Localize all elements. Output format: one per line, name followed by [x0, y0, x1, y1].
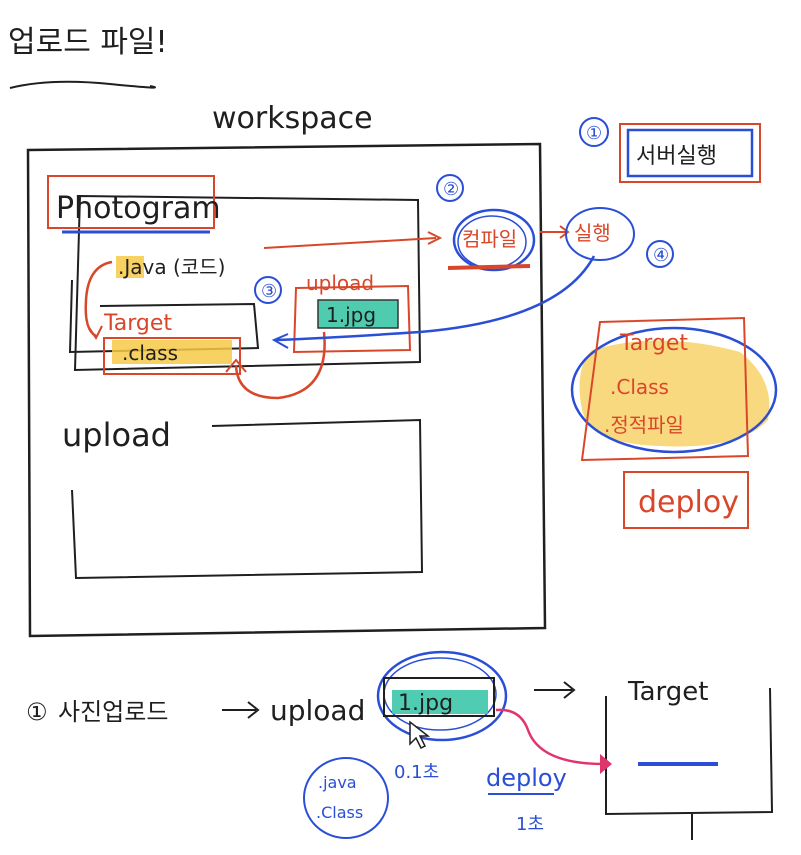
run-to-target-arrow: [275, 255, 596, 342]
compile-to-run-arrowhead: [559, 225, 570, 239]
page-title: 업로드 파일!: [8, 25, 168, 60]
mouse-cursor-icon: [409, 720, 431, 750]
bottom-jpg-box: [383, 677, 495, 717]
step-3-label: ③: [261, 281, 277, 302]
java-to-compile-arrow: [263, 237, 437, 249]
bottom-deploy-label: deploy: [486, 764, 567, 792]
bottom-jpg-highlight: [392, 690, 488, 714]
compile-label: 컴파일: [462, 227, 517, 251]
deploy-label: deploy: [638, 485, 739, 520]
photogram-project-box: [73, 194, 422, 372]
step-4-circle: [646, 240, 674, 268]
bottom-target-box: [605, 687, 774, 816]
upload-inner-label: upload: [306, 271, 374, 295]
java-highlight: [116, 256, 144, 278]
bottom-arrow-1-head: [247, 701, 260, 719]
title-underline: [9, 80, 156, 89]
java-to-compile-arrowhead: [427, 231, 443, 245]
bottom-target-label: Target: [627, 677, 708, 707]
right-target-label: Target: [619, 331, 688, 356]
time-b-label: 1초: [516, 814, 544, 835]
bottom-jpg-label: 1.jpg: [398, 691, 453, 716]
bottom-step-text: 사진업로드: [58, 698, 168, 726]
photogram-label: Photogram: [56, 191, 221, 226]
step-4-label: ④: [653, 245, 669, 266]
compile-underline: [447, 264, 531, 270]
java-to-target-arrowhead: [87, 325, 103, 340]
workspace-label: workspace: [212, 101, 373, 136]
upload-outer-label: upload: [62, 416, 171, 454]
java-class-circle: [303, 757, 389, 839]
class-label: .class: [122, 341, 178, 365]
right-target-circle: [570, 326, 778, 454]
run-to-target-arrowhead: [271, 333, 289, 349]
jpg-inner-label: 1.jpg: [326, 303, 376, 327]
bottom-java-label: .java: [318, 773, 357, 792]
step-2-label: ②: [443, 179, 459, 200]
server-run-outer-box: [619, 123, 761, 183]
workspace-box: [26, 142, 547, 638]
step-2-circle: [436, 174, 464, 202]
right-class-label: .Class: [610, 375, 669, 399]
jpg-inner-file: [317, 299, 399, 329]
jpg-to-class-arrowhead: [225, 358, 247, 373]
run-circle: [565, 207, 635, 261]
bottom-step-marker: ①: [26, 698, 48, 726]
bottom-upload-label: upload: [270, 694, 365, 727]
time-a-label: 0.1초: [394, 762, 439, 783]
jpg-to-target-arrow: [495, 708, 605, 766]
step-1-label: ①: [586, 123, 602, 144]
right-target-box: [580, 316, 750, 462]
right-static-label: .정적파일: [604, 413, 684, 437]
bottom-jpg-circle: [376, 650, 508, 742]
class-highlight: [112, 340, 232, 364]
step-1-circle: [579, 117, 609, 147]
photogram-label-box: [47, 175, 215, 229]
server-run-inner-box: [626, 128, 754, 178]
run-label: 실행: [574, 221, 611, 245]
right-target-highlight: [579, 340, 770, 447]
class-box: [103, 337, 241, 375]
jpg-to-target-arrowhead: [600, 754, 612, 774]
bottom-arrow-2-head: [563, 681, 576, 699]
compile-circle: [452, 208, 536, 272]
bottom-class-label: .Class: [316, 803, 363, 822]
upload-outer-box: [71, 418, 424, 580]
target-label: Target: [103, 311, 172, 336]
jpg-to-class-arrow: [234, 331, 326, 400]
upload-inner-box: [292, 284, 412, 354]
server-run-label: 서버실행: [636, 144, 717, 169]
target-folder-box: [68, 279, 260, 354]
step-3-circle: [254, 276, 282, 304]
deploy-box: [623, 471, 749, 529]
java-label: .Java (코드): [118, 255, 225, 279]
